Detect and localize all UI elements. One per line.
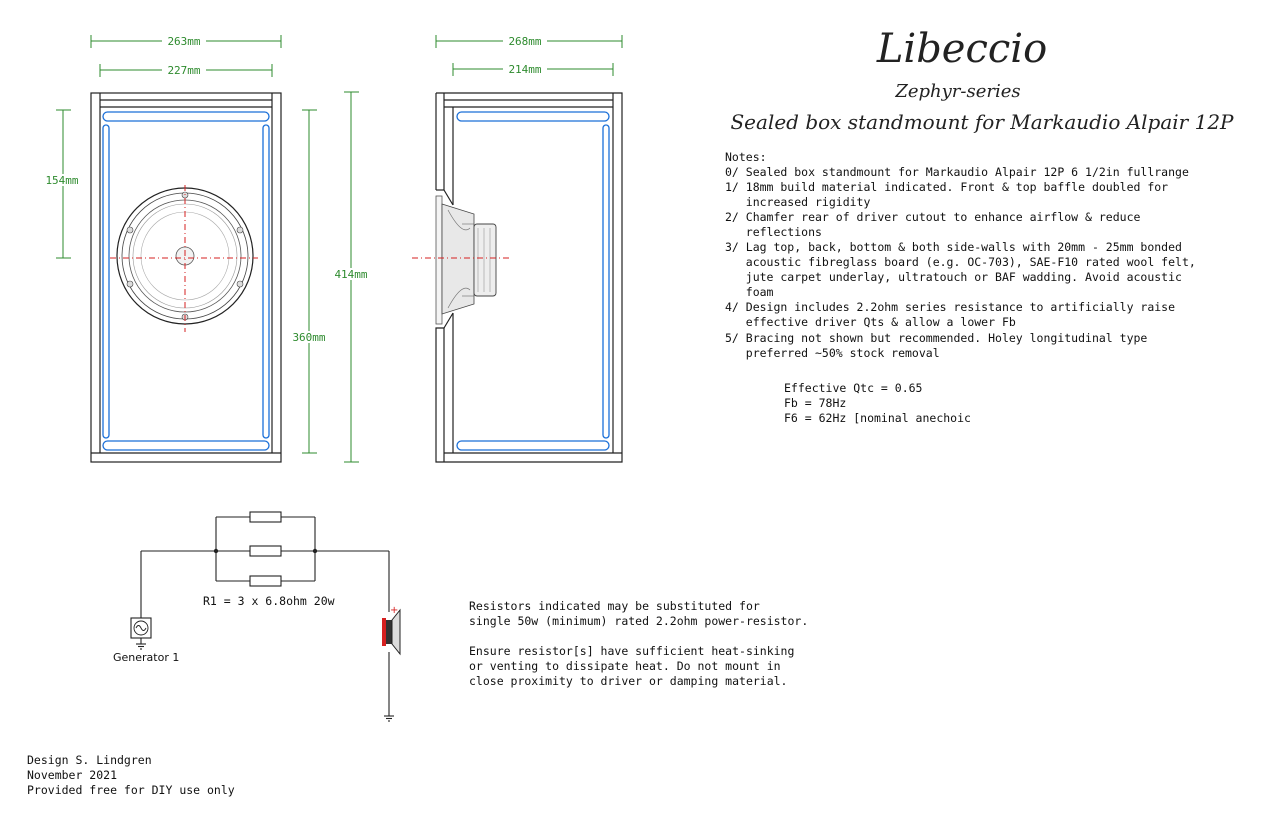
lining-back [602, 124, 610, 439]
dim-driver-height: 154mm [42, 109, 82, 259]
dim-front-inner-width: 227mm [99, 64, 273, 77]
resistor-note-line: close proximity to driver or damping mat… [469, 674, 788, 688]
driver-side-icon [435, 195, 497, 325]
credit-license: Provided free for DIY use only [27, 783, 235, 797]
lining-bottom [456, 440, 610, 451]
lining-bottom [102, 440, 270, 451]
note-line: 5/ Bracing not shown but recommended. Ho… [725, 331, 1147, 345]
speaker-icon: + [382, 605, 401, 656]
dim-label: 360mm [292, 331, 325, 344]
lining-right [262, 124, 270, 439]
dim-label: 263mm [167, 35, 200, 48]
lining-top [456, 111, 610, 122]
title-series: Zephyr-series [894, 81, 1020, 102]
generator-icon [130, 617, 152, 650]
notes-block: Notes: 0/ Sealed box standmount for Mark… [725, 150, 1196, 360]
note-line: 0/ Sealed box standmount for Markaudio A… [725, 165, 1189, 179]
spec-f6: F6 = 62Hz [nominal anechoic [784, 411, 971, 425]
side-view: 268mm 214mm [412, 35, 623, 463]
lining-left [102, 124, 110, 439]
resistor-1-icon [249, 511, 282, 523]
resistor-2-icon [249, 545, 282, 557]
generator-label: Generator 1 [113, 651, 179, 664]
resistor-3-icon [249, 575, 282, 587]
dim-front-outer-width: 263mm [90, 35, 282, 48]
resistor-note-line: Ensure resistor[s] have sufficient heat-… [469, 644, 794, 658]
spec-fb: Fb = 78Hz [784, 396, 846, 410]
note-line: jute carpet underlay, ultratouch or BAF … [725, 270, 1182, 284]
front-view: 263mm 227mm 154mm [42, 35, 372, 463]
dim-label: 414mm [334, 268, 367, 281]
title-main: Libeccio [876, 26, 1047, 72]
note-line: foam [725, 285, 774, 299]
dim-label: 268mm [508, 35, 541, 48]
lining-top [102, 111, 270, 122]
svg-text:+: + [390, 605, 398, 616]
resistor-note-line: Resistors indicated may be substituted f… [469, 599, 760, 613]
front-box-outline [90, 92, 282, 463]
dim-label: 227mm [167, 64, 200, 77]
note-line: 3/ Lag top, back, bottom & both side-wal… [725, 240, 1182, 254]
note-line: 4/ Design includes 2.2ohm series resista… [725, 300, 1175, 314]
title-description: Sealed box standmount for Markaudio Alpa… [730, 110, 1234, 134]
title-block: Libeccio Zephyr-series Sealed box standm… [730, 26, 1234, 134]
dim-inner-height: 360mm [288, 109, 330, 454]
credit-date: November 2021 [27, 768, 117, 782]
circuit-schematic: + R1 = 3 x 6.8ohm 20w Generator 1 [113, 511, 401, 722]
dim-label: 214mm [508, 63, 541, 76]
dim-side-inner-depth: 214mm [452, 63, 614, 76]
notes-heading: Notes: [725, 150, 767, 164]
note-line: increased rigidity [725, 195, 870, 209]
dim-outer-height: 414mm [330, 91, 372, 463]
resistor-label: R1 = 3 x 6.8ohm 20w [203, 594, 335, 608]
note-line: 1/ 18mm build material indicated. Front … [725, 180, 1168, 194]
dim-side-outer-depth: 268mm [435, 35, 623, 48]
credits-block: Design S. Lindgren November 2021 Provide… [27, 753, 235, 797]
note-line: reflections [725, 225, 822, 239]
resistor-note-line: or venting to dissipate heat. Do not mou… [469, 659, 781, 673]
specs-block: Effective Qtc = 0.65 Fb = 78Hz F6 = 62Hz… [784, 381, 971, 425]
note-line: 2/ Chamfer rear of driver cutout to enha… [725, 210, 1140, 224]
resistor-note-line: single 50w (minimum) rated 2.2ohm power-… [469, 614, 808, 628]
note-line: preferred ~50% stock removal [725, 346, 940, 360]
note-line: acoustic fibreglass board (e.g. OC-703),… [725, 255, 1196, 269]
resistor-notes: Resistors indicated may be substituted f… [469, 599, 808, 688]
dim-label: 154mm [45, 174, 78, 187]
spec-qtc: Effective Qtc = 0.65 [784, 381, 922, 395]
ground-icon [384, 715, 394, 722]
credit-designer: Design S. Lindgren [27, 753, 152, 767]
note-line: effective driver Qts & allow a lower Fb [725, 315, 1016, 329]
